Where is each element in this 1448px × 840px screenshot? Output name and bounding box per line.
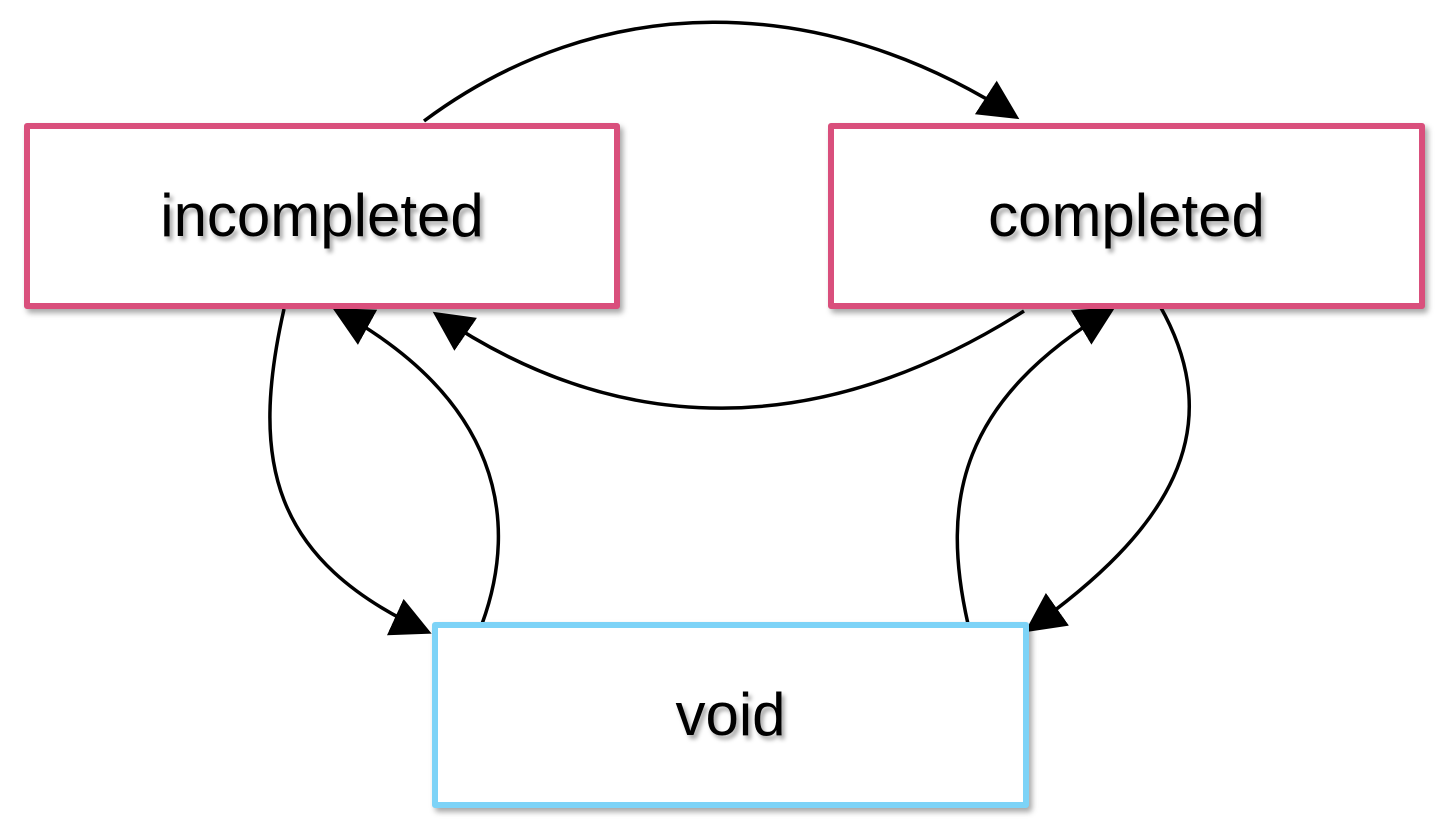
node-completed: completed — [828, 123, 1425, 309]
edge-completed-to-incompleted — [432, 309, 1025, 410]
edge-incompleted-to-completed — [422, 20, 1020, 123]
edge-incompleted-to-void — [268, 308, 432, 636]
node-void: void — [432, 622, 1029, 808]
node-void-label: void — [675, 681, 786, 748]
edge-void-to-incompleted — [332, 308, 501, 625]
node-incompleted: incompleted — [24, 123, 620, 309]
edge-completed-to-void — [1024, 305, 1192, 633]
node-completed-label: completed — [988, 182, 1265, 249]
edge-void-to-completed — [955, 306, 1116, 625]
node-incompleted-label: incompleted — [160, 182, 484, 249]
